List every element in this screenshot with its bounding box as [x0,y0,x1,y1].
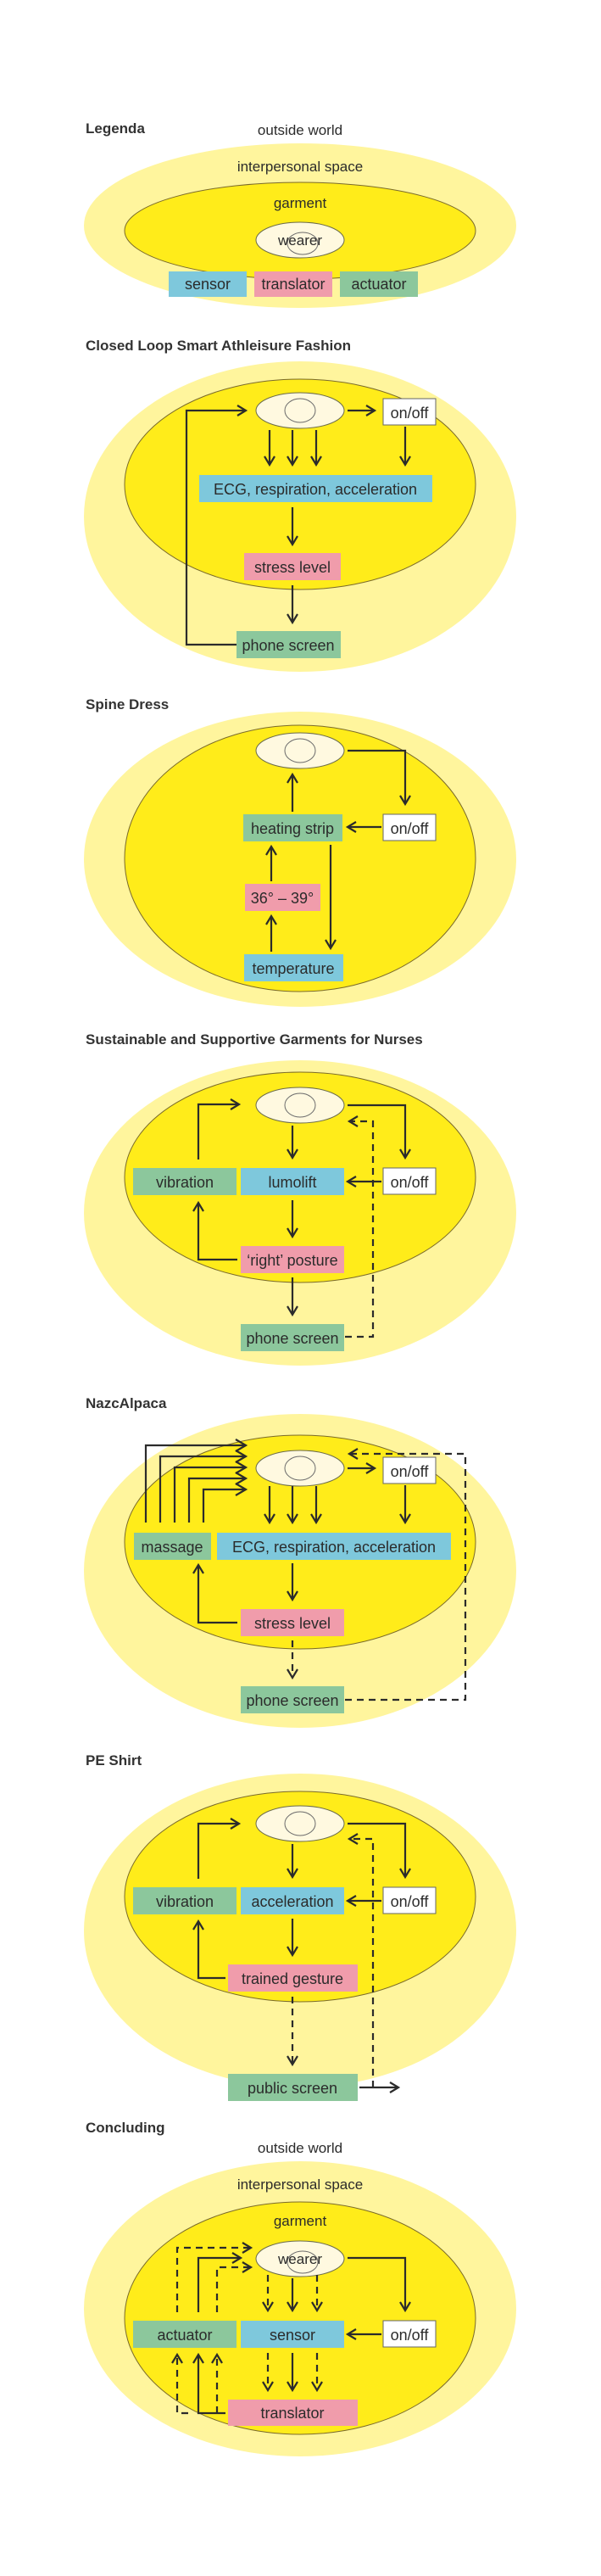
sensor-box [241,1887,344,1914]
actuator-box [243,814,342,841]
flow-arrows [144,1439,467,1702]
display-box [241,1324,344,1351]
garment-label: garment [274,195,327,211]
legend-actuator-label: actuator [351,276,406,293]
section-concluding: Concluding outside world interpersonal s… [84,2120,516,2456]
actuator-box [237,631,341,658]
sensor-label: lumolift [268,1174,316,1191]
sensor-box [199,475,432,502]
translator-label: stress level [254,559,331,576]
wearer-label: wearer [277,232,322,249]
actuator-label: heating strip [251,820,334,837]
translator-label: 36° – 39° [251,890,314,907]
display-box [228,2074,358,2101]
legend-translator-label: translator [261,276,325,293]
flow-arrows [185,405,411,646]
wearer-icon [255,392,345,429]
on-off-switch [382,1886,437,1914]
legend-title: Legenda [86,120,145,137]
outside-world-label: outside world [258,122,342,138]
outside-world-label: outside world [258,2140,342,2156]
legend-sensor-swatch [169,271,247,297]
legend-sensor-label: sensor [185,276,231,293]
sensor-box [217,1533,451,1560]
sensor-box [241,1168,344,1195]
translator-label: stress level [254,1615,331,1632]
translator-box [245,884,320,911]
section-title: NazcAlpaca [86,1395,167,1411]
garment-zone [124,2201,476,2435]
section-title: Concluding [86,2120,164,2136]
actuator-box [133,1887,237,1914]
wearer-icon [255,2240,345,2277]
sensor-label: temperature [252,960,334,977]
wearer-icon [255,732,345,769]
translator-box [228,2400,358,2426]
legend-actuator-swatch [340,271,418,297]
on-off-switch [382,1167,437,1195]
actuator-label: massage [141,1539,203,1556]
garment-zone [124,724,476,992]
switch-label: on/off [391,1174,430,1191]
switch-label: on/off [391,2327,430,2344]
on-off-switch [382,2320,437,2348]
flow-arrows [192,1818,411,2093]
legend-translator-swatch [254,271,332,297]
display-label: phone screen [246,1330,338,1347]
translator-box [228,1964,358,1992]
translator-box [241,1246,344,1273]
section-pe-shirt: PE Shirt on/off vibration acceleration t… [84,1752,516,2101]
sensor-label: ECG, respiration, acceleration [214,481,417,498]
actuator-box [134,1533,211,1560]
wearer-icon [255,1805,345,1842]
actuator-label: vibration [156,1893,214,1910]
actuator-label: vibration [156,1174,214,1191]
section-nazcalpaca: NazcAlpaca on/off massage ECG, respirati… [84,1395,516,1728]
translator-label: ‘right’ posture [247,1252,337,1269]
section-title: PE Shirt [86,1752,142,1769]
flow-arrows [265,749,411,952]
display-box [241,1686,344,1713]
switch-label: on/off [391,820,430,837]
actuator-box [133,2321,237,2348]
section-title: Closed Loop Smart Athleisure Fashion [86,338,351,354]
interpersonal-space-label: interpersonal space [237,2176,363,2193]
switch-label: on/off [391,405,430,422]
on-off-switch [382,398,437,426]
translator-label: trained gesture [242,1970,343,1987]
wearer-icon [255,1087,345,1124]
translator-box [244,553,341,580]
actuator-label: phone screen [242,637,334,654]
sensor-label: ECG, respiration, acceleration [232,1539,436,1556]
legend-section: Legenda outside world interpersonal spac… [84,120,516,308]
section-closed-loop: Closed Loop Smart Athleisure Fashion on/… [84,338,516,672]
translator-label: translator [260,2405,324,2422]
actuator-box [133,1168,237,1195]
sensor-box [241,2321,344,2348]
section-title: Sustainable and Supportive Garments for … [86,1031,423,1048]
flow-arrows [192,1098,411,1338]
switch-label: on/off [391,1893,430,1910]
switch-label: on/off [391,1463,430,1480]
actuator-label: actuator [157,2327,212,2344]
on-off-switch [382,1456,437,1484]
on-off-switch [382,813,437,841]
translator-box [241,1609,344,1636]
sensor-label: acceleration [251,1893,333,1910]
section-spine-dress: Spine Dress on/off heating strip 36° – 3… [84,696,516,1007]
garment-label: garment [274,2213,327,2229]
sensor-box [244,954,343,981]
flow-arrows [171,2242,411,2415]
section-nurses: Sustainable and Supportive Garments for … [84,1031,516,1366]
display-label: public screen [248,2080,337,2097]
sensor-label: sensor [270,2327,315,2344]
wearer-icon [255,221,345,259]
wearer-icon [255,1450,345,1487]
wearer-label: wearer [277,2251,322,2267]
interpersonal-space-label: interpersonal space [237,159,363,175]
section-title: Spine Dress [86,696,169,712]
display-label: phone screen [246,1692,338,1709]
